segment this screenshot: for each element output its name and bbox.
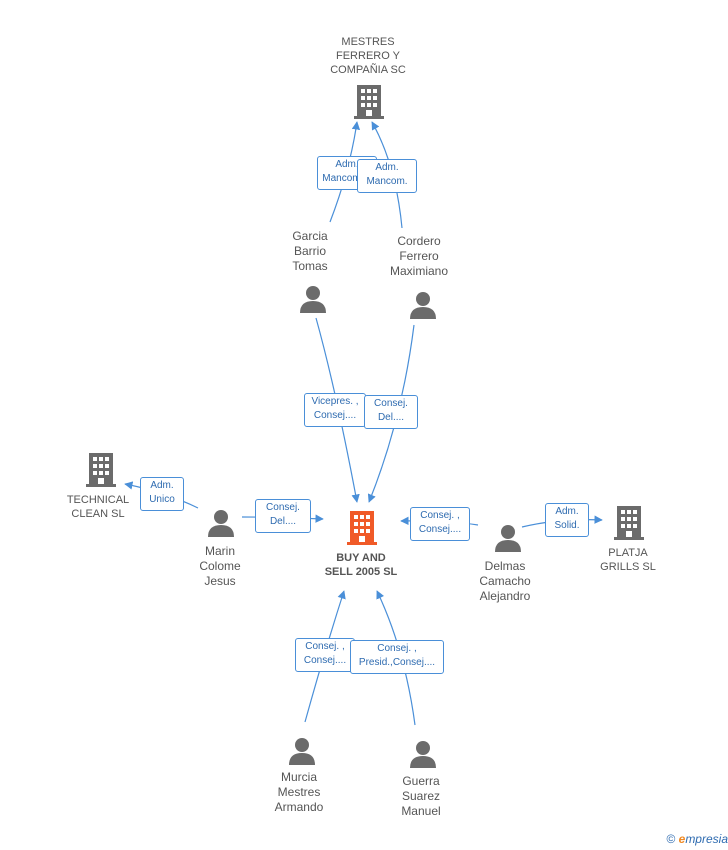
person-label-murcia[interactable]: Murcia Mestres Armando — [274, 770, 324, 814]
role-cordero-buy[interactable]: Consej. Del.... — [364, 395, 418, 429]
company-label-platja[interactable]: PLATJA GRILLS SL — [600, 547, 656, 573]
main-building-icon[interactable] — [347, 511, 377, 545]
person-icon[interactable] — [207, 509, 235, 537]
person-label-delmas[interactable]: Delmas Camacho Alejandro — [479, 559, 531, 603]
person-label-marin[interactable]: Marin Colome Jesus — [199, 544, 241, 588]
role-marin-buy[interactable]: Consej. Del.... — [255, 499, 311, 533]
person-icon[interactable] — [409, 291, 437, 319]
brand-logo-text: mpresia — [685, 832, 728, 846]
company-label-technical[interactable]: TECHNICAL CLEAN SL — [66, 494, 130, 520]
building-icon[interactable] — [354, 85, 384, 119]
company-label-mestres[interactable]: MESTRES FERRERO Y COMPAÑIA SC — [330, 36, 406, 76]
person-label-garcia[interactable]: Garcia Barrio Tomas — [292, 229, 328, 273]
person-label-guerra[interactable]: Guerra Suarez Manuel — [401, 774, 441, 818]
person-icon[interactable] — [299, 285, 327, 313]
building-icon[interactable] — [614, 506, 644, 540]
building-icon[interactable] — [86, 453, 116, 487]
role-marin-technical[interactable]: Adm. Unico — [140, 477, 184, 511]
role-murcia-buy[interactable]: Consej. , Consej.... — [295, 638, 355, 672]
person-label-cordero[interactable]: Cordero Ferrero Maximiano — [389, 234, 449, 278]
brand-logo-letter: e — [678, 832, 686, 846]
person-icon[interactable] — [288, 737, 316, 765]
person-icon[interactable] — [494, 524, 522, 552]
person-icon[interactable] — [409, 740, 437, 768]
role-delmas-platja[interactable]: Adm. Solid. — [545, 503, 589, 537]
role-guerra-buy[interactable]: Consej. , Presid.,Consej.... — [350, 640, 444, 674]
role-delmas-buy[interactable]: Consej. , Consej.... — [410, 507, 470, 541]
footer-brand[interactable]: © empresia — [666, 832, 728, 846]
role-cordero-mestres[interactable]: Adm. Mancom. — [357, 159, 417, 193]
role-garcia-buy[interactable]: Vicepres. , Consej.... — [304, 393, 366, 427]
copyright-icon: © — [666, 832, 676, 846]
company-label-buyandsell[interactable]: BUY AND SELL 2005 SL — [324, 552, 398, 578]
